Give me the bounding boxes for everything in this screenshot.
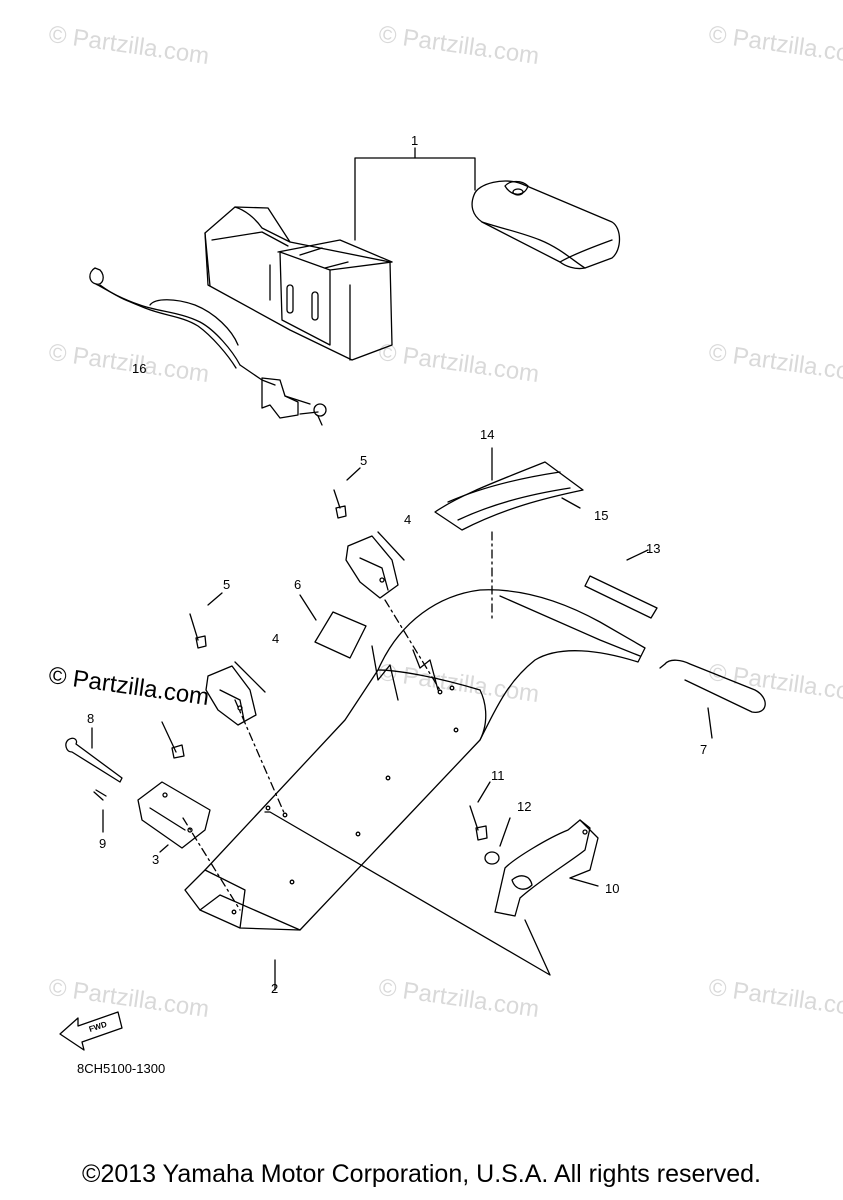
- callout-8: 8: [87, 711, 95, 726]
- callout-10: 10: [605, 881, 620, 896]
- callout-4: 4: [404, 512, 412, 527]
- callout-1: 1: [411, 133, 419, 148]
- bolt-8: [65, 727, 123, 783]
- callout-12: 12: [517, 799, 532, 814]
- screw-8-area: [161, 721, 185, 759]
- toolbox: [204, 206, 393, 361]
- rod-7: [659, 659, 766, 739]
- screw-5-lower: [189, 592, 223, 649]
- tool-bag: [471, 180, 621, 270]
- label-6: [299, 594, 439, 701]
- strip-13: [584, 549, 658, 619]
- callout-2: 2: [271, 981, 279, 996]
- fwd-arrow-icon: [59, 1011, 123, 1051]
- callout-6: 6: [294, 577, 302, 592]
- screw-5-upper: [333, 467, 361, 519]
- callout-4: 4: [272, 631, 280, 646]
- screw-11: [469, 781, 491, 841]
- callout-16: 16: [132, 361, 147, 376]
- callout-9: 9: [99, 836, 107, 851]
- callout-11: 11: [491, 768, 505, 783]
- callout-5: 5: [360, 453, 368, 468]
- leader-1: [354, 147, 476, 241]
- bracket-4-lower: [205, 661, 266, 726]
- hinge-plate-3: [137, 781, 211, 853]
- cable: [89, 267, 327, 426]
- callout-13: 13: [646, 541, 661, 556]
- callout-7: 7: [700, 742, 708, 757]
- bracket-4-upper: [345, 531, 405, 599]
- callout-14: 14: [480, 427, 495, 442]
- nut-12: [484, 817, 511, 865]
- copyright: ©2013 Yamaha Motor Corporation, U.S.A. A…: [82, 1160, 761, 1188]
- diagram-code: 8CH5100-1300: [77, 1061, 166, 1076]
- callout-3: 3: [152, 852, 160, 867]
- callout-15: 15: [594, 508, 609, 523]
- pin-9: [93, 789, 107, 833]
- rubber-strip: [434, 447, 584, 531]
- bracket-10: [494, 819, 599, 917]
- callout-5: 5: [223, 577, 231, 592]
